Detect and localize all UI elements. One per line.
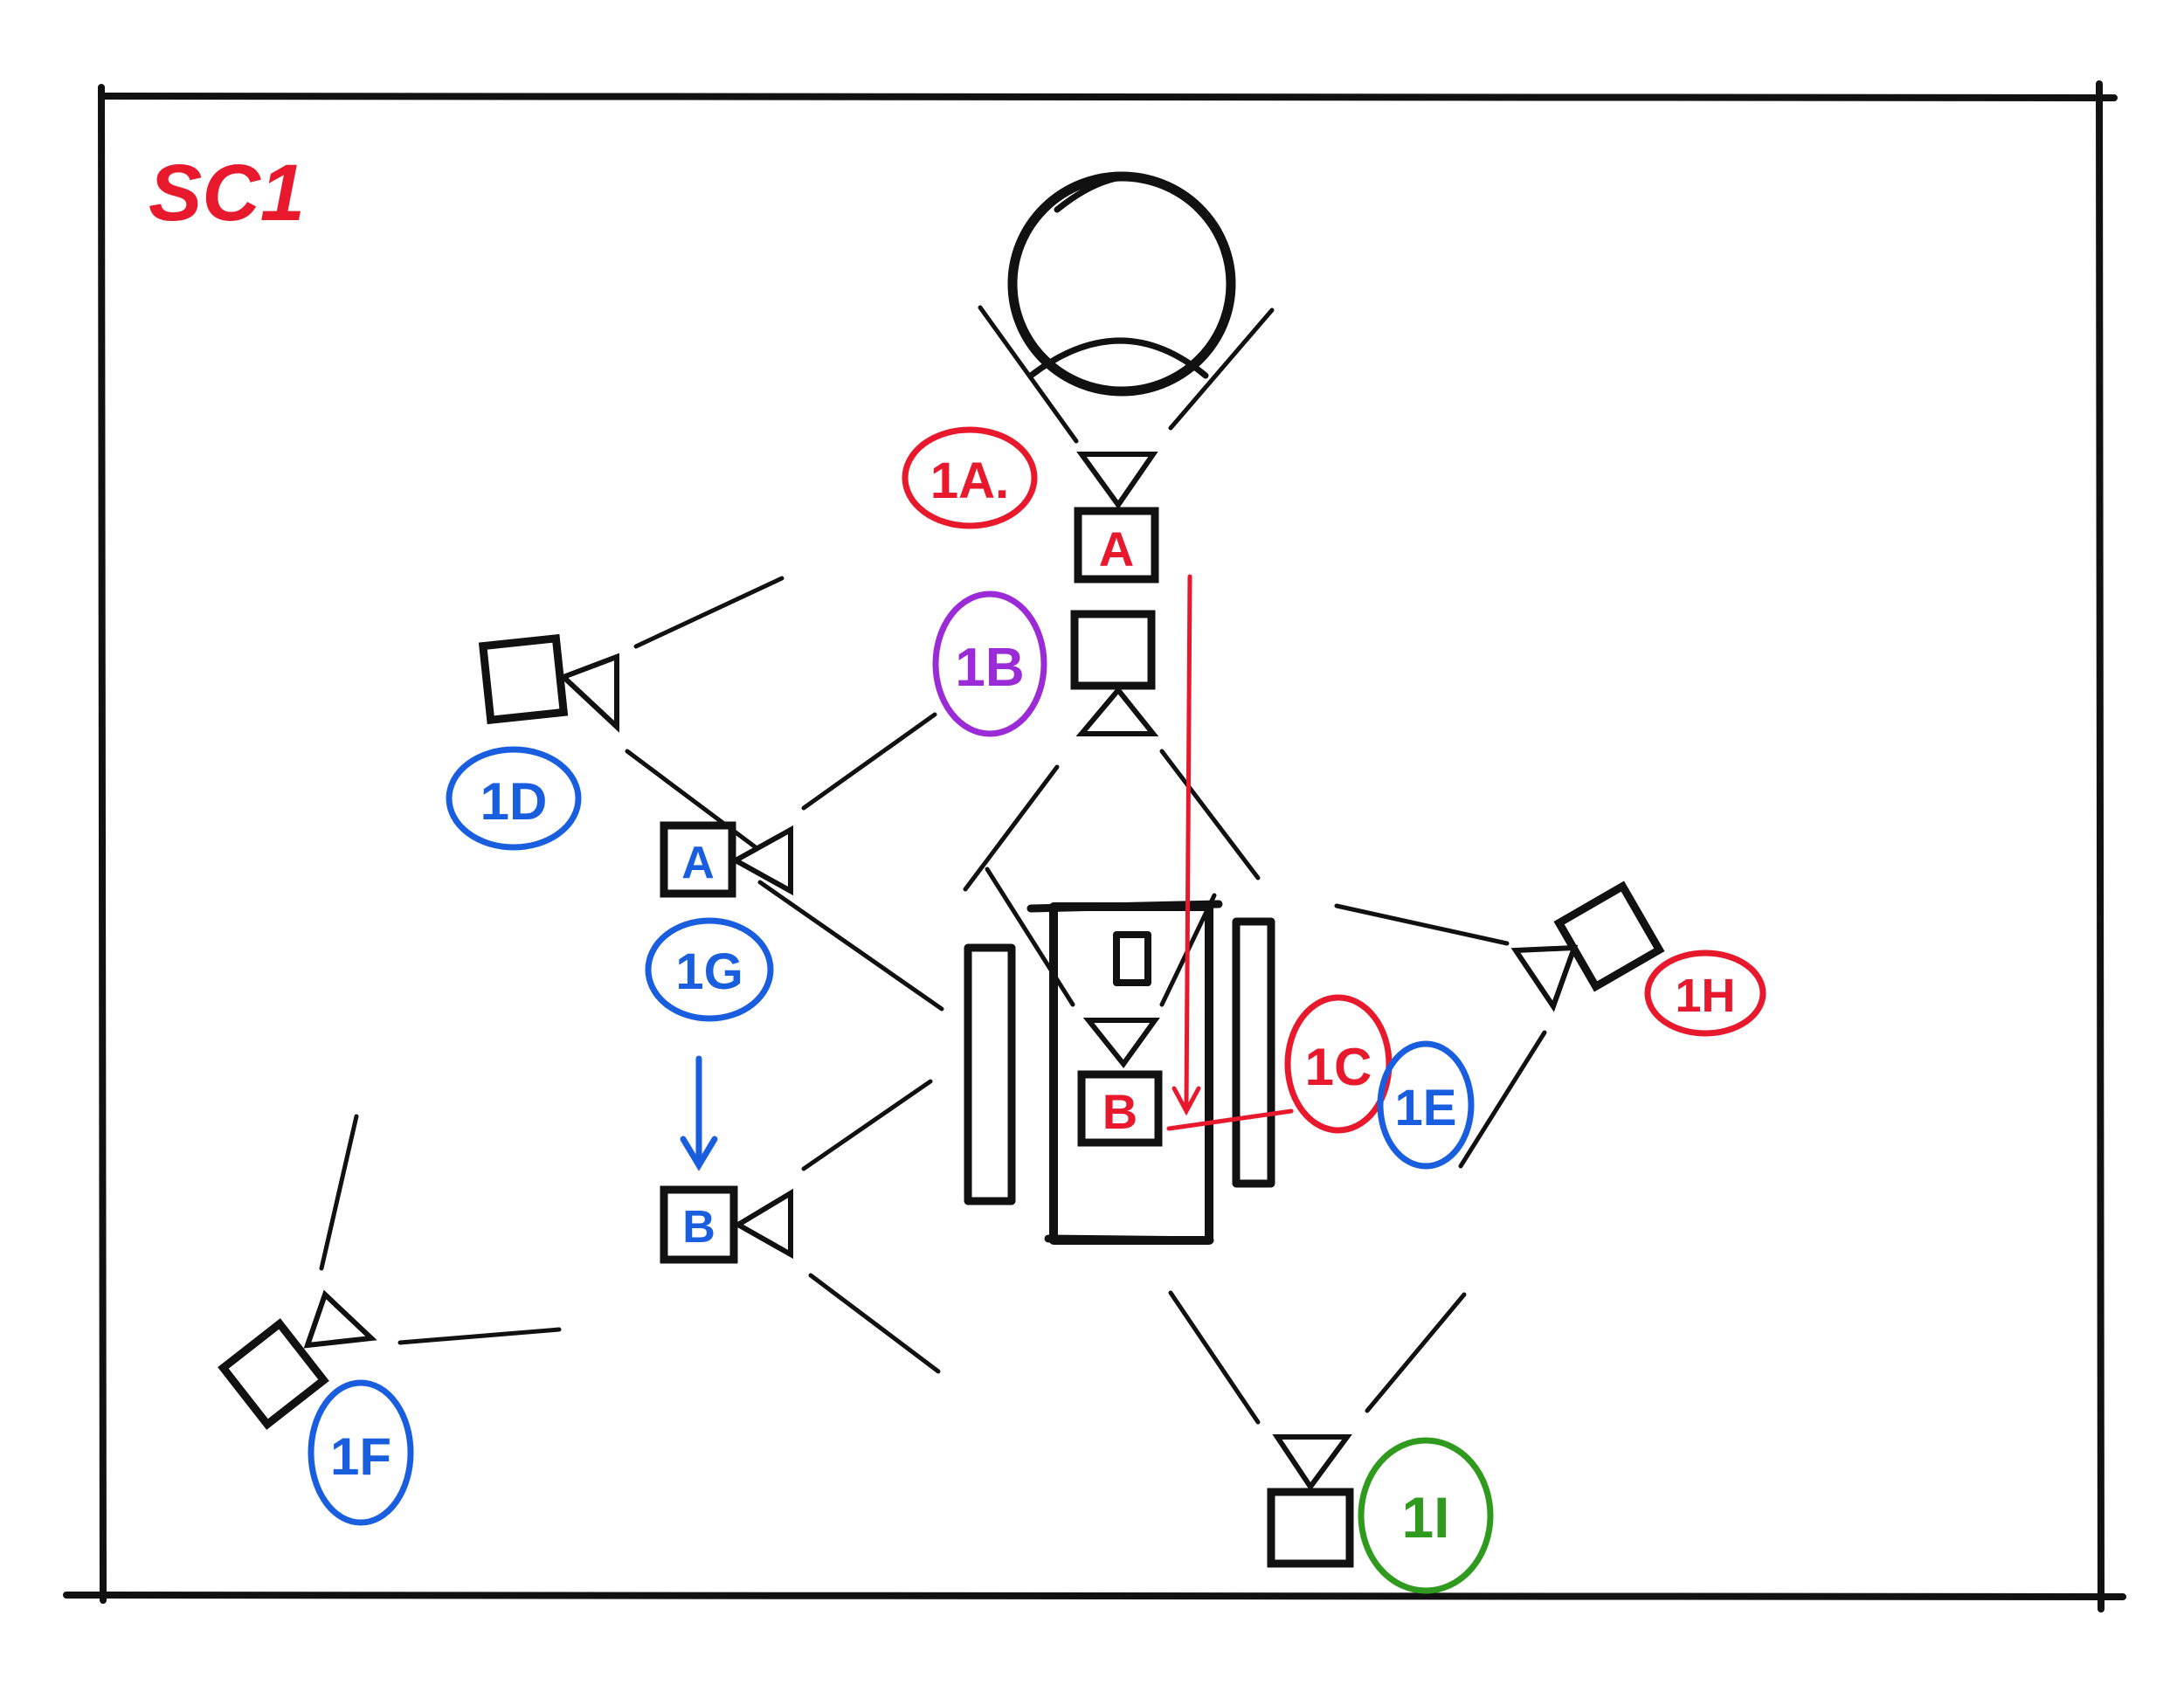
camera-1f-tag-ring xyxy=(308,1379,414,1526)
camera-1g-tag: 1G xyxy=(675,943,743,1000)
move-arrow-1g-a-to-b xyxy=(680,1055,718,1171)
camera-1g-position-a: A xyxy=(660,712,944,1012)
camera-1d-tag-ring xyxy=(446,746,582,851)
camera-1h xyxy=(1334,881,1665,1169)
camera-1i-tag: 1I xyxy=(1401,1485,1449,1550)
camera-1i-tag-ring xyxy=(1358,1437,1494,1594)
camera-1h-tag: 1H xyxy=(1675,970,1735,1022)
camera-1a: A xyxy=(978,305,1275,584)
camera-1a-body-letter: A xyxy=(1099,521,1134,577)
camera-1b xyxy=(963,610,1261,892)
camera-1c-body-letter: B xyxy=(1102,1084,1137,1139)
camera-1c-tag: 1C xyxy=(1305,1038,1372,1096)
camera-1a-tag: 1A. xyxy=(930,452,1009,509)
camera-1g-position-b: B xyxy=(660,1079,941,1374)
camera-1c-tag-leader xyxy=(1166,1108,1294,1131)
camera-1a-tag-ring xyxy=(902,426,1038,529)
camera-1e-tag: 1E xyxy=(1395,1080,1457,1136)
camera-1b-tag-ring xyxy=(932,590,1047,737)
camera-1b-tag: 1B xyxy=(955,638,1024,698)
camera-1e-tag-ring xyxy=(1377,1040,1475,1170)
camera-1i xyxy=(1168,1290,1467,1568)
frame-border xyxy=(63,80,2126,1613)
camera-1d-tag: 1D xyxy=(480,772,548,831)
camera-1f xyxy=(218,1114,562,1430)
scene-label: SC1 xyxy=(149,148,305,238)
camera-1g-body-letter-b: B xyxy=(682,1202,715,1253)
move-arrow-1a-to-1c xyxy=(1171,574,1201,1116)
overhead-figure-icon xyxy=(1007,171,1236,397)
camera-1g-body-letter-a: A xyxy=(681,838,715,888)
camera-1g-tag-ring xyxy=(645,917,774,1022)
camera-1d xyxy=(478,576,793,876)
camera-1f-tag: 1F xyxy=(330,1427,391,1486)
camera-1h-tag-ring xyxy=(1644,950,1766,1037)
